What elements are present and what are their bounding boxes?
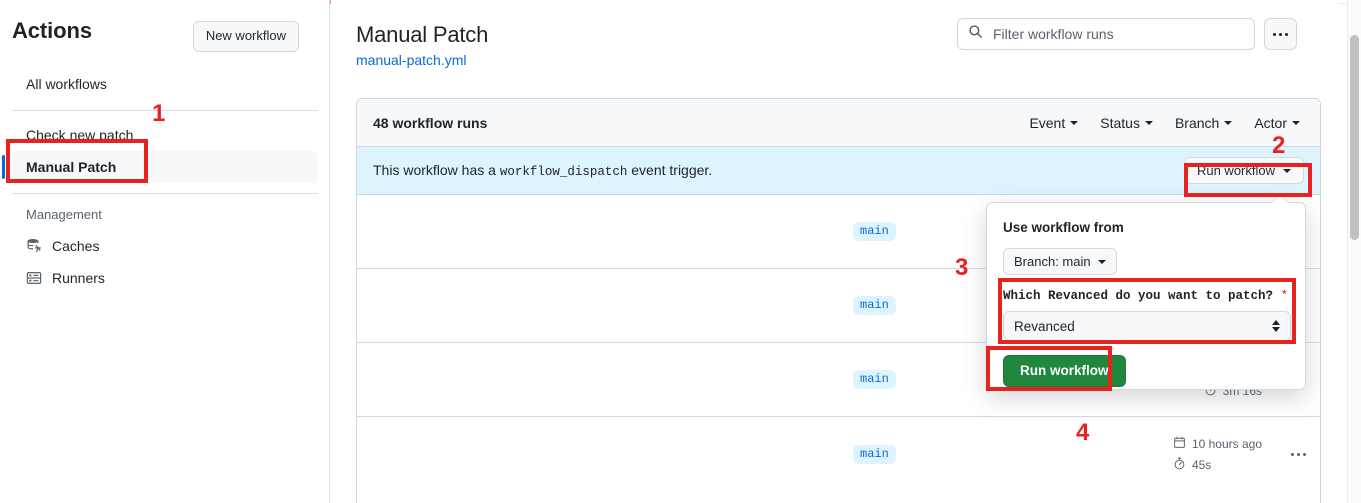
run-workflow-button-label: Run workflow [1196,163,1275,178]
runs-panel-header: 48 workflow runs Event Status Branch [357,99,1320,147]
select-arrows-icon [1272,320,1280,332]
table-row[interactable]: main 10 hours ago [357,417,1320,491]
run-workflow-popup: Use workflow from Branch: main Which Rev… [986,194,1306,390]
sidebar-header: Actions New workflow [12,18,309,52]
calendar-icon [1173,436,1186,452]
use-workflow-from-label: Use workflow from [1003,220,1124,235]
chevron-down-icon [1070,120,1079,125]
branch-badge[interactable]: main [853,444,896,464]
workflow-file-link[interactable]: manual-patch.yml [356,52,467,68]
filter-event[interactable]: Event [1029,114,1079,131]
dispatch-text-before: This workflow has a [373,162,496,178]
revanced-select-value: Revanced [1014,318,1075,334]
branch-badge[interactable]: main [853,222,896,241]
run-duration-text: 45s [1191,457,1212,472]
chevron-down-icon [1097,259,1106,264]
required-marker: * [1280,289,1289,303]
workflow-dispatch-banner: This workflow has a workflow_dispatch ev… [357,147,1320,195]
branch-selector-button[interactable]: Branch: main [1003,248,1117,275]
chevron-down-icon [1144,120,1153,125]
sidebar-item-manual-patch[interactable]: Manual Patch [2,151,318,183]
actions-sidebar: Actions New workflow All workflows Check… [0,0,330,503]
sidebar-item-check-new-patch[interactable]: Check new patch [12,119,318,151]
filter-actor[interactable]: Actor [1254,115,1300,131]
sidebar-item-label: All workflows [26,76,107,92]
row-more-options-button[interactable] [1291,452,1306,456]
search-workflow-runs[interactable] [957,18,1255,50]
sidebar-group-management: Management [26,207,102,222]
sidebar-item-caches[interactable]: Caches [12,230,318,262]
input-question-text: Which Revanced do you want to patch? [1003,289,1274,303]
kebab-icon [1273,32,1288,36]
dispatch-banner-text: This workflow has a workflow_dispatch ev… [373,162,712,179]
runs-filters: Event Status Branch Actor [1029,115,1304,131]
run-meta: 10 hours ago 45s [1173,436,1262,473]
branch-badge[interactable]: main [853,296,896,315]
filter-label: Status [1100,114,1140,131]
dispatch-event-code: workflow_dispatch [499,165,628,179]
workflow-runs-count: 48 workflow runs [373,114,488,131]
input-question-label: Which Revanced do you want to patch? * [1003,289,1288,303]
sidebar-item-label: Manual Patch [26,159,117,175]
dispatch-text-after: event trigger. [631,162,713,178]
sidebar-item-label: Caches [52,238,100,254]
run-workflow-dropdown-button[interactable]: Run workflow [1183,157,1304,184]
filter-status[interactable]: Status [1100,115,1153,131]
filter-label: Actor [1254,114,1287,131]
chevron-down-icon [1292,120,1300,125]
filter-branch[interactable]: Branch [1174,114,1233,131]
table-row[interactable]: main [357,195,1320,269]
cache-icon [26,238,44,254]
sidebar-nav: All workflows Check new patch Manual Pat… [0,68,330,294]
run-timestamp-text: 10 hours ago [1191,436,1262,451]
sidebar-item-label: Check new patch [26,127,134,143]
chevron-down-icon [1283,168,1291,173]
run-timestamp: 10 hours ago [1173,436,1262,452]
sidebar-item-all-workflows[interactable]: All workflows [12,68,318,100]
sidebar-divider [12,110,318,111]
run-duration: 45s [1173,457,1211,473]
table-row[interactable]: main [357,269,1320,343]
new-workflow-button[interactable]: New workflow [192,21,299,52]
chevron-down-icon [1224,120,1233,125]
sidebar-item-label: Runners [52,270,105,286]
run-workflow-submit-button[interactable]: Run workflow [1003,355,1126,387]
search-input[interactable] [991,20,1244,48]
sidebar-divider [12,193,318,194]
page-scrollbar-thumb[interactable] [1350,35,1359,240]
revanced-select[interactable]: Revanced [1003,311,1291,341]
page-more-options-button[interactable] [1264,18,1297,50]
page-title: Manual Patch [356,22,489,47]
branch-badge[interactable]: main [853,370,896,389]
search-icon [968,24,983,44]
sidebar-item-runners[interactable]: Runners [12,262,318,294]
sidebar-title: Actions [12,18,92,43]
server-icon [26,270,44,286]
branch-selector-label: Branch: main [1014,254,1091,269]
stopwatch-icon [1173,457,1186,473]
filter-label: Event [1029,114,1066,131]
filter-label: Branch [1174,114,1220,131]
